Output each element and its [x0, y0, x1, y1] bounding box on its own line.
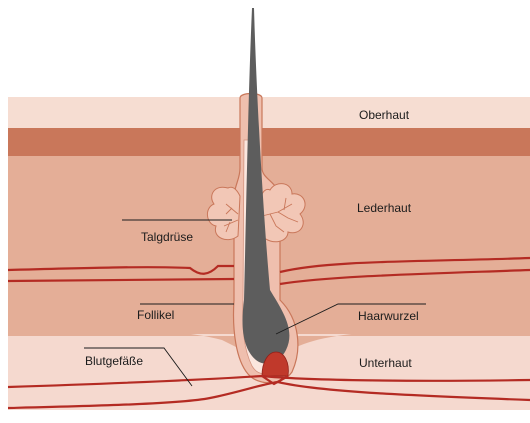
label-unterhaut: Unterhaut — [359, 356, 412, 370]
label-talgdruese: Talgdrüse — [141, 230, 193, 244]
epidermis-basal-band — [8, 128, 530, 156]
label-follikel: Follikel — [137, 308, 174, 322]
label-oberhaut: Oberhaut — [359, 108, 409, 122]
label-haarwurzel: Haarwurzel — [358, 309, 419, 323]
label-lederhaut: Lederhaut — [357, 201, 411, 215]
label-blutgefaesse: Blutgefäße — [85, 354, 143, 368]
epidermis-layer — [8, 97, 530, 128]
